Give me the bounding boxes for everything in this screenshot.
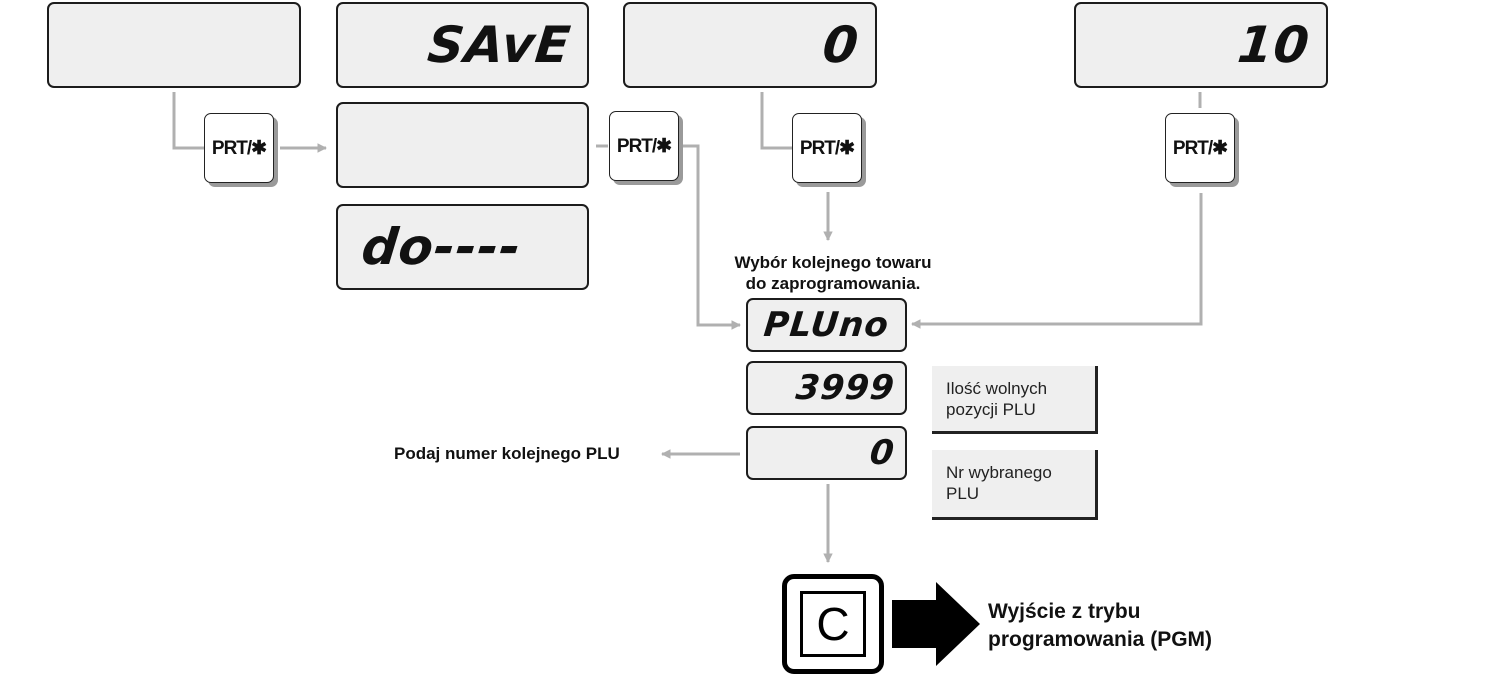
display-blank-2 bbox=[336, 102, 589, 188]
exit-line-2: programowania (PGM) bbox=[988, 628, 1213, 651]
next-item-line-1: Wybór kolejnego towaru bbox=[734, 253, 932, 272]
display-selected-plu: 0 bbox=[746, 426, 907, 480]
enter-plu-label: Podaj numer kolejnego PLU bbox=[394, 444, 620, 463]
next-item-line-2: do zaprogramowania. bbox=[745, 274, 921, 293]
display-save: SAvE bbox=[336, 2, 589, 88]
c-key-label: C bbox=[800, 591, 866, 657]
note-free-line-2: pozycji PLU bbox=[946, 400, 1036, 419]
exit-arrow bbox=[892, 582, 980, 666]
c-key[interactable]: C bbox=[782, 574, 884, 674]
display-blank-1 bbox=[47, 2, 301, 88]
note-free-positions: Ilość wolnych pozycji PLU bbox=[932, 366, 1098, 434]
prt-key-1[interactable]: PRT/✱ bbox=[204, 113, 274, 183]
display-ten: 10 bbox=[1074, 2, 1328, 88]
prt-key-2[interactable]: PRT/✱ bbox=[609, 111, 679, 181]
note-selected-line-2: PLU bbox=[946, 484, 980, 503]
line-d1-to-prt1 bbox=[172, 92, 204, 150]
note-free-line-1: Ilość wolnych bbox=[946, 379, 1048, 398]
note-selected-line-1: Nr wybranego bbox=[946, 463, 1052, 482]
exit-line-1: Wyjście z trybu bbox=[988, 600, 1141, 623]
prt-key-3[interactable]: PRT/✱ bbox=[792, 113, 862, 183]
display-pluno: PLUno bbox=[746, 298, 907, 352]
line-d3-to-prt3 bbox=[760, 92, 792, 150]
prt-key-4[interactable]: PRT/✱ bbox=[1165, 113, 1235, 183]
note-selected-plu: Nr wybranego PLU bbox=[932, 450, 1098, 520]
arrow-prt4-to-pluno bbox=[911, 193, 1203, 329]
arrow-prt2-to-pluno bbox=[682, 144, 741, 330]
exit-label: Wyjście z trybu programowania (PGM) bbox=[988, 598, 1212, 654]
display-free-count: 3999 bbox=[746, 361, 907, 415]
next-item-label: Wybór kolejnego towaru do zaprogramowani… bbox=[700, 252, 966, 294]
display-do: do---- bbox=[336, 204, 589, 290]
display-zero-top: 0 bbox=[623, 2, 877, 88]
